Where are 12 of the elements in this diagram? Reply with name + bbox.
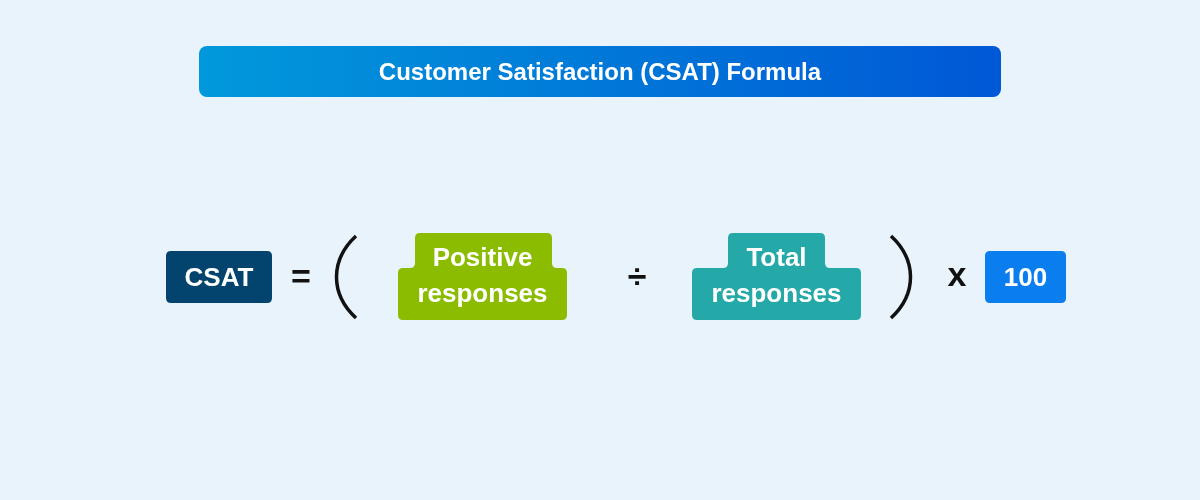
term-label: 100 xyxy=(1002,261,1049,294)
term-box xyxy=(692,233,861,320)
equals-sign: = xyxy=(290,256,312,296)
title-banner: Customer Satisfaction (CSAT) Formula xyxy=(199,46,1001,97)
term-box xyxy=(398,233,567,320)
variable-box xyxy=(166,251,272,303)
number-box xyxy=(985,251,1066,303)
term-label: CSAT xyxy=(183,261,255,294)
multiplication-sign: x xyxy=(946,254,968,294)
term-label: Total responses xyxy=(710,241,843,310)
division-sign: ÷ xyxy=(626,256,648,296)
term-label: Positive responses xyxy=(416,241,549,310)
